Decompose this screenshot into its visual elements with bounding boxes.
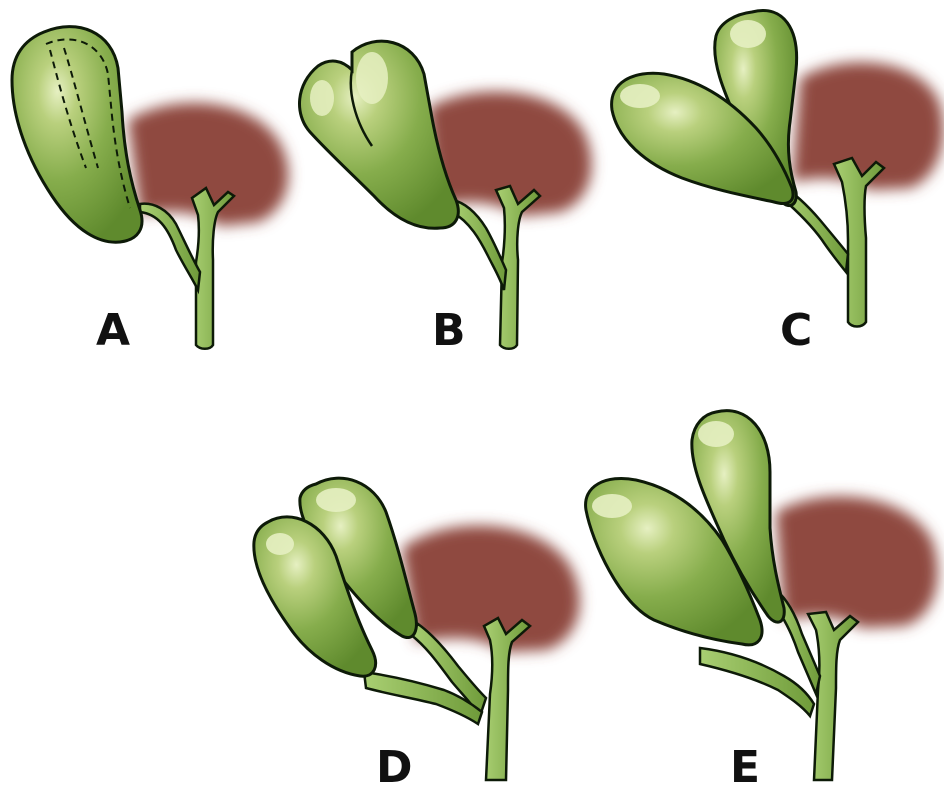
panel-a: A [12,27,288,356]
cystic-duct-e2 [700,648,814,716]
highlight-b1 [356,52,388,104]
panel-label-e: E [730,742,760,785]
panel-label-b: B [432,305,466,356]
panel-label-c: C [780,305,812,356]
cystic-duct-a [140,204,200,290]
panel-label-d: D [376,742,413,785]
highlight-c2 [620,84,660,108]
highlight-c1 [730,20,766,48]
panel-e: E [586,411,938,785]
highlight-e1 [698,421,734,447]
panel-label-a: A [96,305,130,356]
gallbladder-a [12,27,142,243]
panel-d: D [254,478,580,785]
highlight-b2 [310,80,334,116]
highlight-e2 [592,494,632,518]
panel-c: C [612,11,944,356]
highlight-d1 [316,488,356,512]
highlight-d2 [266,533,294,555]
cystic-duct-b [452,200,506,290]
panel-b: B [300,41,592,356]
liver-e [776,496,938,628]
